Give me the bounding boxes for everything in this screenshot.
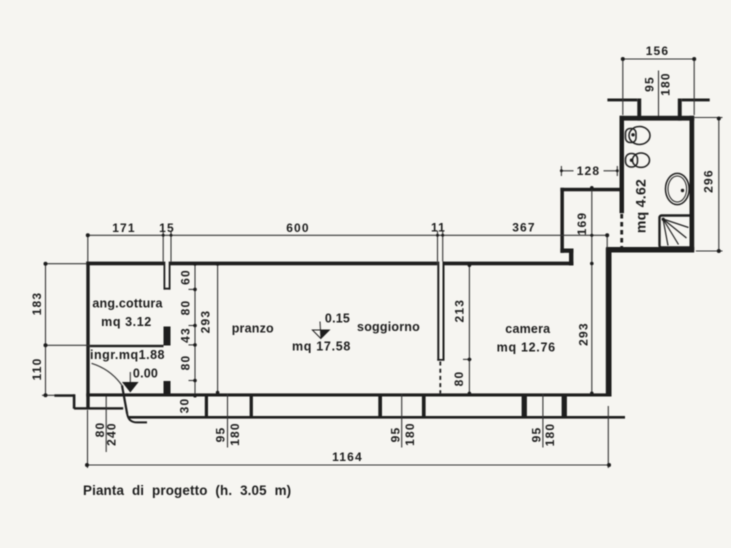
- svg-text:180: 180: [403, 422, 417, 446]
- svg-text:171: 171: [112, 221, 136, 235]
- svg-text:80: 80: [179, 300, 193, 316]
- svg-text:180: 180: [228, 422, 242, 446]
- svg-text:ingr.mq1.88: ingr.mq1.88: [90, 348, 165, 362]
- svg-text:95: 95: [214, 427, 228, 443]
- svg-text:soggiorno: soggiorno: [357, 320, 420, 334]
- svg-text:110: 110: [30, 358, 44, 381]
- svg-text:11: 11: [431, 221, 446, 235]
- svg-text:1164: 1164: [332, 450, 363, 464]
- svg-text:Pianta di progetto (h. 3.05 m): Pianta di progetto (h. 3.05 m): [83, 483, 291, 498]
- svg-text:293: 293: [199, 310, 213, 334]
- svg-text:180: 180: [543, 423, 557, 447]
- svg-text:296: 296: [702, 169, 716, 193]
- svg-text:213: 213: [453, 299, 467, 323]
- svg-text:240: 240: [105, 422, 119, 446]
- svg-text:80: 80: [452, 371, 466, 387]
- svg-text:43: 43: [179, 327, 193, 343]
- svg-text:367: 367: [512, 221, 536, 235]
- svg-text:183: 183: [30, 292, 44, 316]
- svg-text:30: 30: [178, 398, 192, 414]
- svg-text:293: 293: [577, 322, 591, 346]
- svg-text:camera: camera: [505, 322, 551, 336]
- svg-text:mq 17.58: mq 17.58: [292, 340, 351, 354]
- svg-text:15: 15: [159, 221, 175, 235]
- svg-text:95: 95: [389, 427, 403, 443]
- svg-text:180: 180: [659, 72, 673, 96]
- svg-text:ang.cottura: ang.cottura: [92, 297, 163, 311]
- svg-text:0.15: 0.15: [325, 312, 350, 326]
- svg-text:169: 169: [575, 212, 589, 236]
- svg-text:mq 12.76: mq 12.76: [497, 341, 556, 355]
- svg-text:mq 4.62: mq 4.62: [633, 179, 649, 233]
- svg-text:80: 80: [93, 422, 107, 438]
- svg-text:156: 156: [646, 44, 670, 58]
- svg-text:mq 3.12: mq 3.12: [101, 315, 152, 329]
- svg-text:60: 60: [179, 269, 193, 285]
- svg-text:80: 80: [179, 355, 193, 371]
- svg-text:600: 600: [286, 221, 310, 235]
- svg-text:0.00: 0.00: [133, 367, 158, 381]
- svg-text:95: 95: [530, 427, 544, 443]
- svg-text:128: 128: [577, 164, 601, 178]
- svg-text:95: 95: [643, 76, 657, 92]
- svg-text:pranzo: pranzo: [232, 322, 274, 336]
